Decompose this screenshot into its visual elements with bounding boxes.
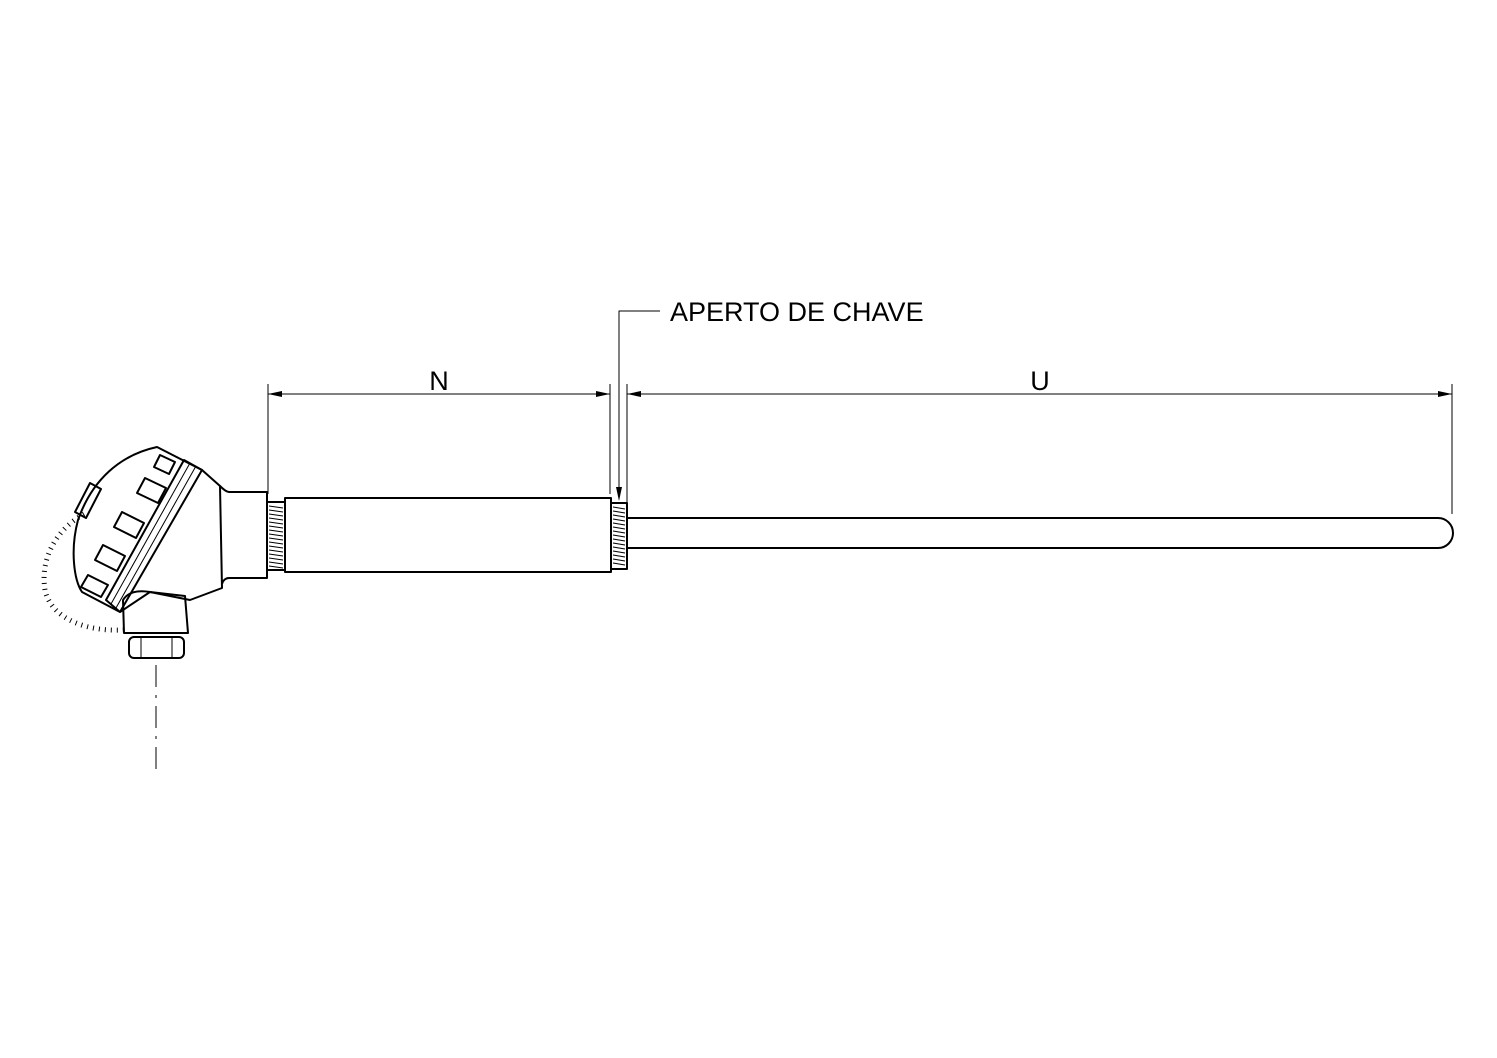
thread-line (612, 542, 626, 546)
thread-line (268, 545, 284, 549)
dimension-n-label: N (429, 366, 449, 396)
thread-line (612, 546, 626, 550)
thread-line (268, 533, 284, 537)
thread-line (268, 513, 284, 517)
thread-line (612, 538, 626, 542)
thread-line (612, 534, 626, 538)
thread-line (268, 541, 284, 545)
extension-tube (284, 497, 612, 573)
thread-line (612, 506, 626, 510)
wrench-leader: APERTO DE CHAVE (616, 297, 924, 501)
thread-line (268, 525, 284, 529)
thread-line (268, 505, 284, 509)
cover-stud (74, 482, 102, 519)
thread-line (612, 562, 626, 566)
thread-line (612, 510, 626, 514)
dimension-u-label: U (1030, 366, 1050, 396)
thread-line (268, 517, 284, 521)
thread-line (612, 526, 626, 530)
thread-line (268, 565, 284, 569)
nipple-thread (266, 501, 286, 571)
thread-line (268, 553, 284, 557)
dimension-n: N (267, 366, 611, 494)
thread-line (612, 530, 626, 534)
thread-line (268, 509, 284, 513)
head-body (119, 469, 223, 613)
thread-line (268, 529, 284, 533)
head-cover (72, 446, 203, 613)
dimension-u: U (626, 366, 1453, 514)
thread-line (268, 549, 284, 553)
process-thread (610, 502, 628, 570)
head-neck (219, 485, 268, 585)
cover-safety-chain (41, 511, 125, 633)
protection-sheath (627, 517, 1454, 549)
thread-line (612, 554, 626, 558)
cover-bolts (80, 454, 176, 598)
thread-line (612, 550, 626, 554)
connection-head (72, 446, 268, 770)
gland-nut (128, 636, 185, 659)
thread-line (268, 557, 284, 561)
thread-line (612, 514, 626, 518)
thread-line (268, 561, 284, 565)
thread-line (268, 521, 284, 525)
thread-line (268, 537, 284, 541)
wrench-tightening-label: APERTO DE CHAVE (670, 297, 924, 327)
cable-gland (122, 590, 189, 634)
head-cover-rim (105, 459, 203, 613)
thread-line (612, 518, 626, 522)
thread-line (612, 522, 626, 526)
thread-line (612, 558, 626, 562)
